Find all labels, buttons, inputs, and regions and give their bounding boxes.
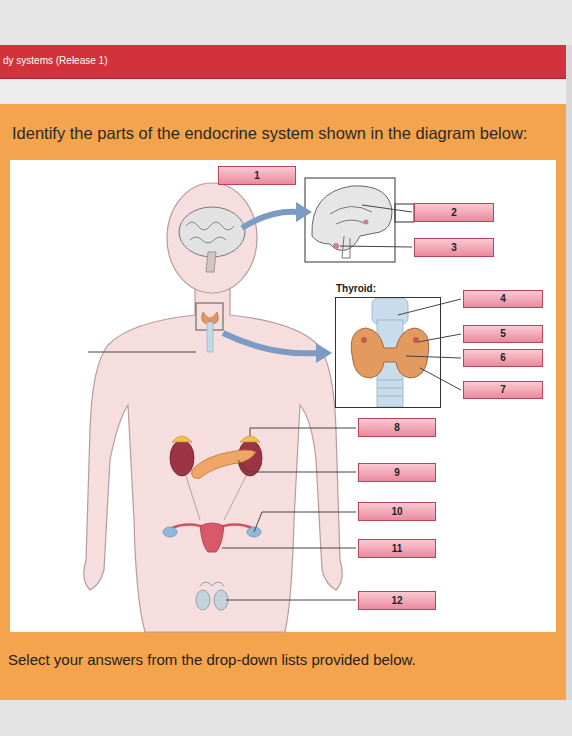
- inset-arrow: [242, 212, 298, 228]
- answer-box: 2: [414, 203, 494, 222]
- header-text: dy systems (Release 1): [3, 55, 107, 66]
- parathyroid: [361, 337, 367, 343]
- instruction-caption: Select your answers from the drop-down l…: [8, 651, 416, 668]
- top-strip: [0, 0, 572, 45]
- pineal: [364, 220, 369, 225]
- pituitary: [333, 243, 339, 249]
- brain-stem: [206, 252, 216, 272]
- callout-number: 2: [451, 208, 457, 218]
- answer-box: 11: [358, 539, 436, 558]
- leader-lines: [88, 205, 461, 600]
- header-gap: [0, 79, 566, 104]
- callout-number: 12: [391, 596, 402, 606]
- answer-box: 5: [463, 325, 543, 343]
- callout-number: 9: [394, 468, 400, 478]
- callout-number: 1: [254, 171, 260, 181]
- inset-heading: Thyroid:: [336, 283, 376, 294]
- inset-arrowhead: [316, 343, 332, 363]
- answer-box: 7: [463, 381, 543, 399]
- question-title: Identify the parts of the endocrine syst…: [12, 124, 527, 143]
- testis: [196, 590, 210, 610]
- inset-box: Thyroid:: [333, 283, 443, 409]
- ovary: [163, 527, 177, 537]
- ureters: [186, 476, 246, 520]
- brain-inset: [305, 178, 395, 262]
- answer-box: 6: [463, 349, 543, 367]
- callout-number: 8: [394, 423, 400, 433]
- inset-arrowhead: [296, 202, 312, 222]
- trachea-rings: [378, 380, 402, 396]
- body-outline: [84, 288, 343, 632]
- answer-box: 10: [358, 502, 436, 521]
- bottom-strip: [0, 700, 572, 736]
- callout-number: 3: [451, 243, 457, 253]
- callout-number: 10: [391, 507, 402, 517]
- brain-section-detail: [330, 206, 372, 258]
- inset-frame: [335, 297, 441, 408]
- answer-box: 3: [414, 238, 494, 257]
- pancreas: [192, 450, 256, 478]
- answer-box: 8: [358, 418, 436, 437]
- brain-section: [312, 186, 392, 251]
- thyroid-gland: [351, 328, 428, 378]
- brain-inset-tab: [395, 204, 414, 222]
- uterus: [200, 523, 224, 552]
- callout-number: 7: [500, 385, 506, 395]
- inset-arrow: [223, 333, 318, 353]
- testis: [214, 590, 228, 610]
- brain: [179, 207, 245, 257]
- neck-trachea: [207, 322, 213, 352]
- callout-number: 4: [500, 294, 506, 304]
- callout-number: 6: [500, 353, 506, 363]
- brain-folds: [186, 222, 234, 243]
- testes-duct: [200, 582, 224, 586]
- kidney: [170, 440, 194, 476]
- callout-number: 5: [500, 329, 506, 339]
- head: [167, 183, 257, 293]
- answer-box: 1: [218, 166, 296, 185]
- answer-box: 4: [463, 290, 543, 308]
- answer-box: 12: [358, 591, 436, 610]
- adrenal: [172, 436, 192, 442]
- callout-number: 11: [392, 544, 403, 554]
- adrenal: [240, 436, 260, 442]
- answer-box: 9: [358, 463, 436, 482]
